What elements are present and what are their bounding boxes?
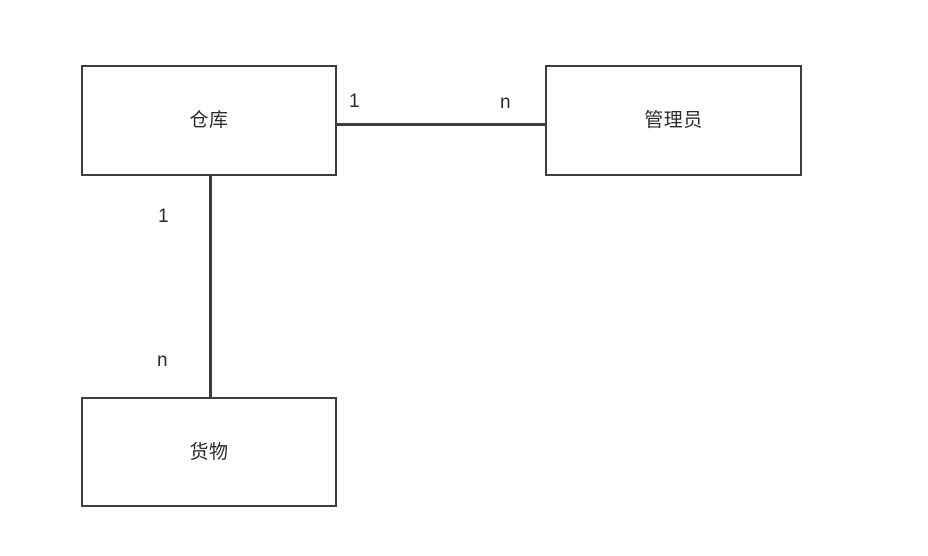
- cardinality-label-warehouse-administrator-to: n: [500, 92, 511, 113]
- entity-box-administrator[interactable]: 管理员: [545, 65, 802, 176]
- entity-box-goods[interactable]: 货物: [81, 397, 337, 507]
- cardinality-label-warehouse-goods-to: n: [157, 350, 168, 371]
- entity-label-administrator: 管理员: [644, 110, 703, 131]
- connector-warehouse-goods[interactable]: [209, 174, 212, 399]
- entity-box-warehouse[interactable]: 仓库: [81, 65, 337, 176]
- connector-warehouse-administrator[interactable]: [336, 123, 546, 126]
- entity-label-warehouse: 仓库: [189, 110, 229, 131]
- entity-label-goods: 货物: [189, 441, 229, 463]
- cardinality-label-warehouse-goods-from: 1: [158, 206, 169, 227]
- cardinality-label-warehouse-administrator-from: 1: [349, 91, 360, 112]
